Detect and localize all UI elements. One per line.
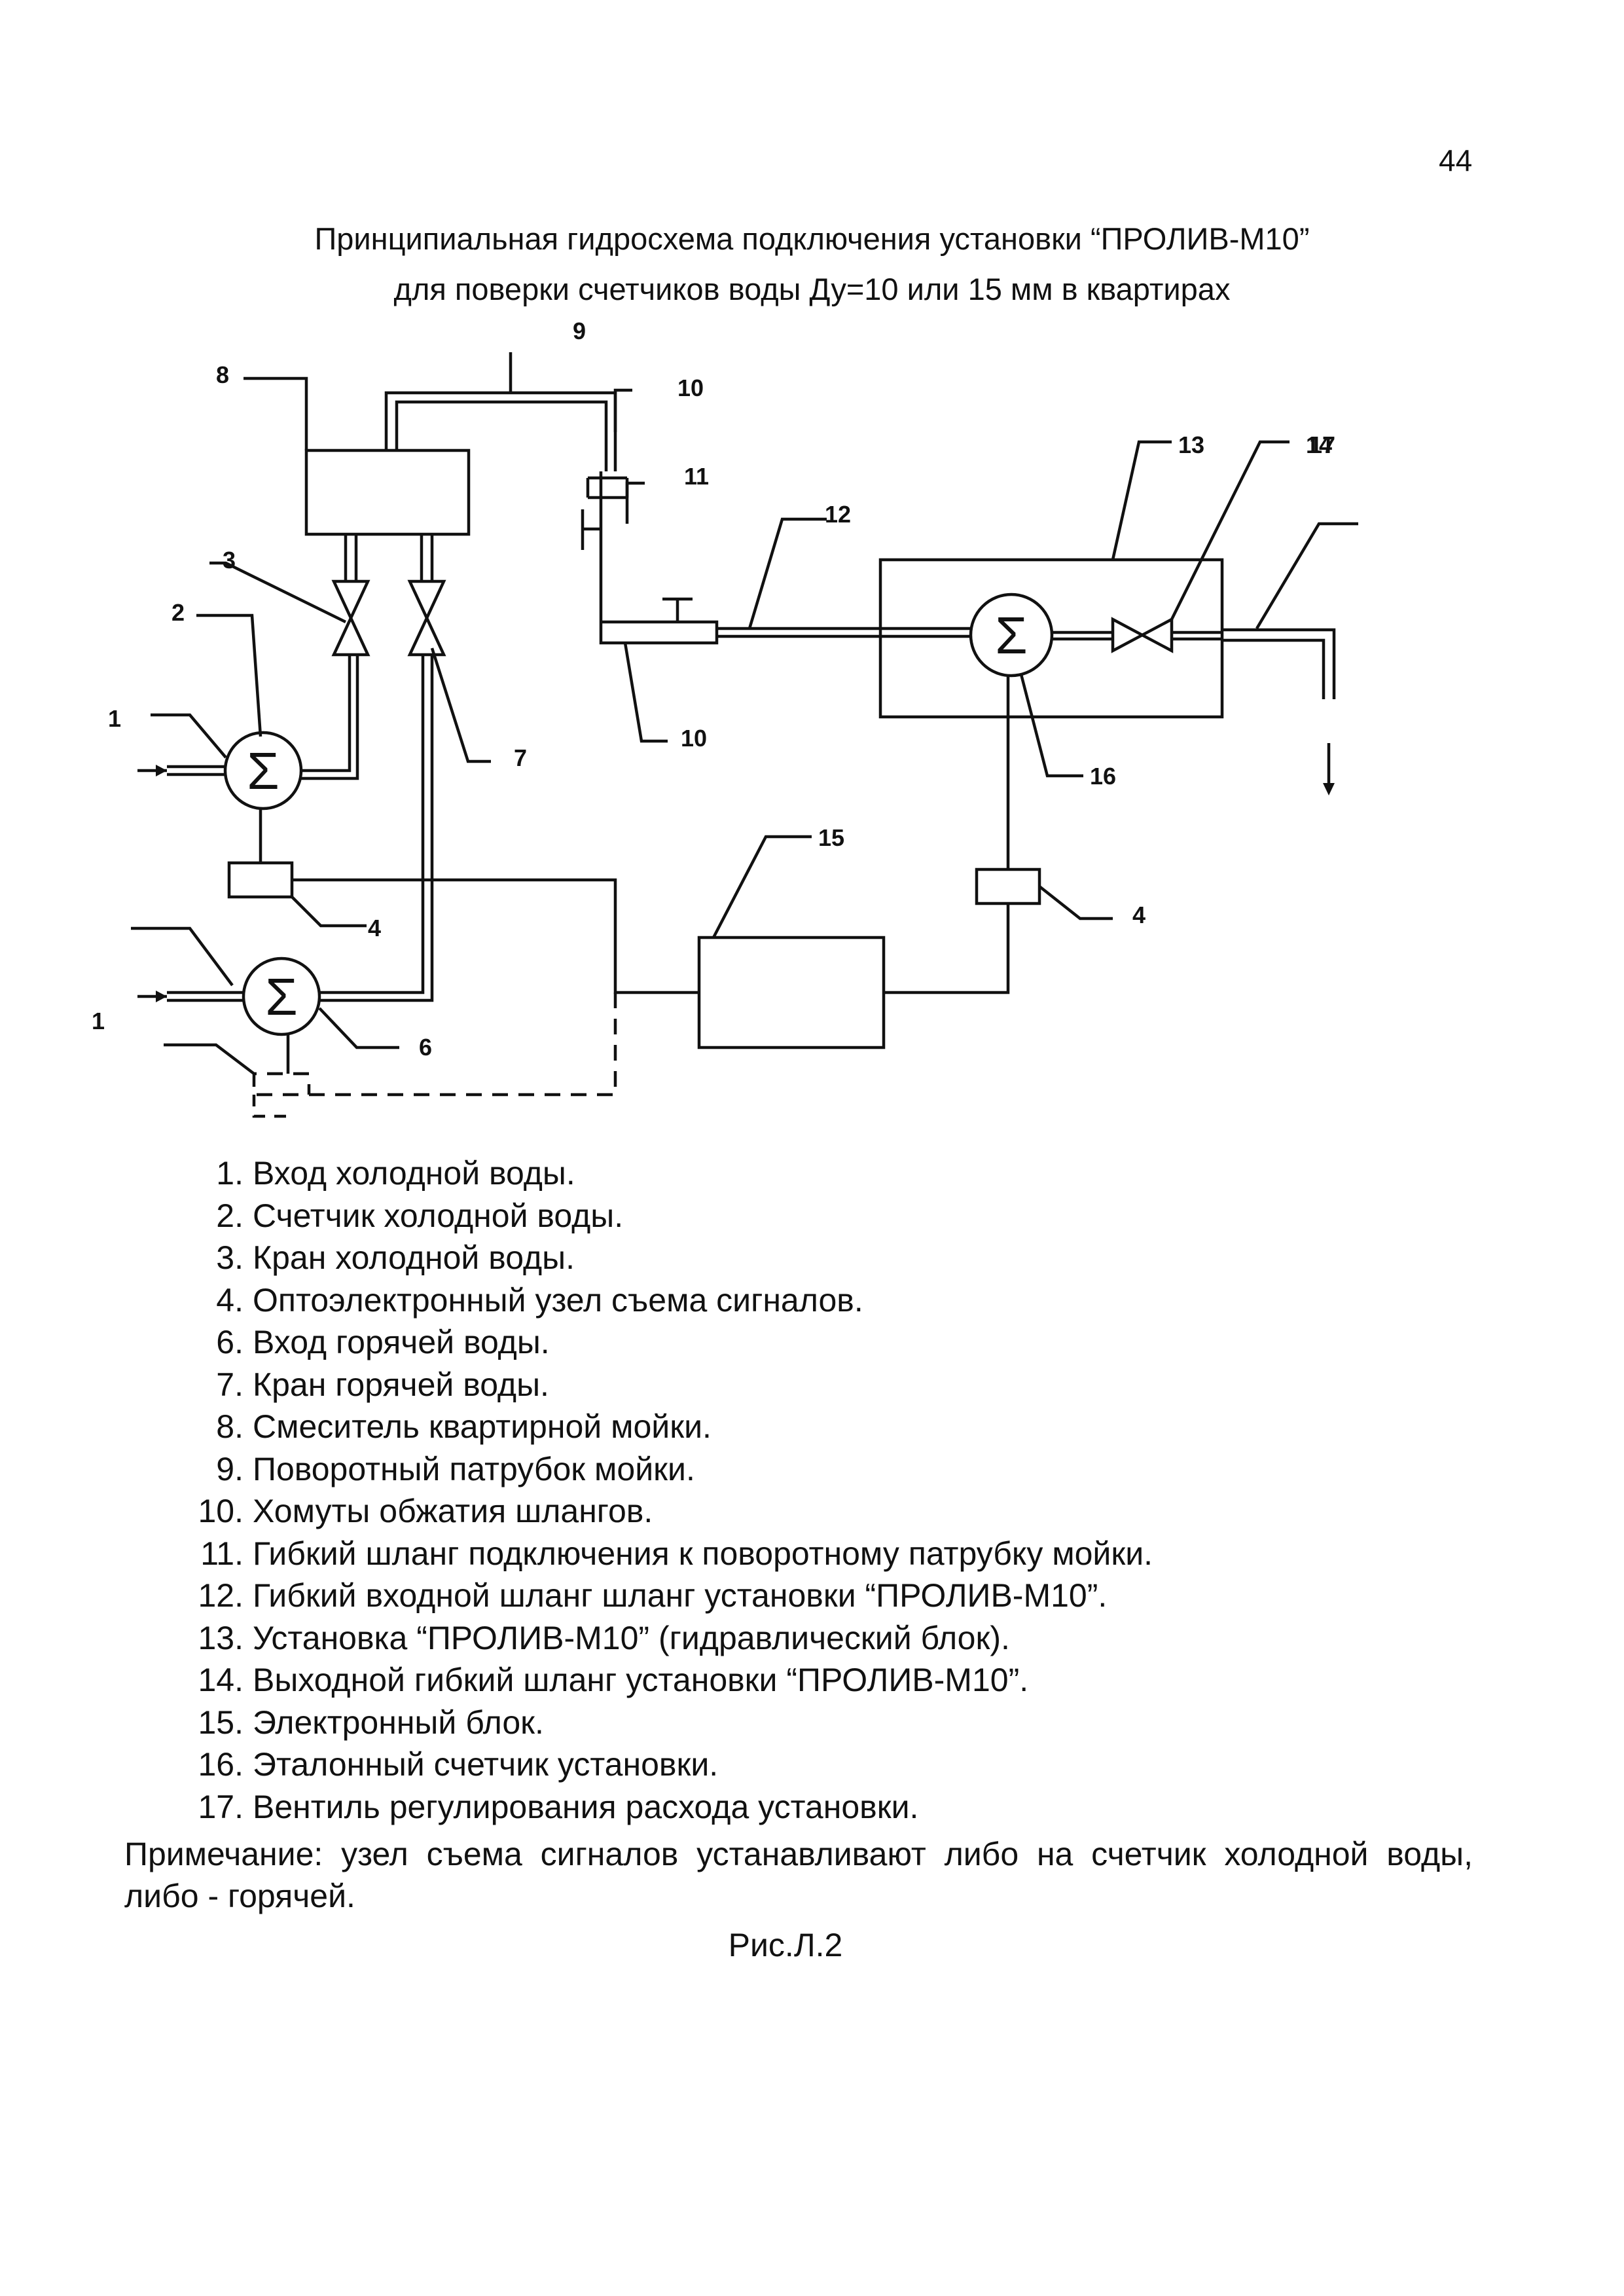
callout-2: 2	[171, 599, 185, 626]
legend-item: 17.Вентиль регулирования расхода установ…	[198, 1788, 919, 1825]
alternative-signal-line	[252, 993, 617, 1097]
legend-item: 10.Хомуты обжатия шлангов.	[198, 1493, 653, 1529]
hydraulic-diagram: Σ Σ Σ 1 1 2 3 4 4 6 7 8 9 10 10 11 12 13…	[92, 318, 1358, 1118]
opto-unit-right	[975, 867, 1041, 905]
hot-meter-symbol: Σ	[265, 968, 297, 1026]
callout-14: 14	[1306, 431, 1332, 458]
legend-item: 3.Кран холодной воды.	[216, 1239, 575, 1276]
callout-12: 12	[825, 501, 851, 528]
callout-15: 15	[818, 824, 844, 851]
callout-10-bottom: 10	[681, 725, 707, 752]
clamp-top	[586, 476, 629, 500]
hot-pipe	[319, 655, 434, 1002]
mixer-box	[304, 448, 471, 536]
legend-item: 15.Электронный блок.	[198, 1704, 544, 1741]
title-line-1: Принципиальная гидросхема подключения ус…	[314, 221, 1310, 256]
signal-line-right	[884, 903, 1010, 994]
outlet-hose	[1222, 628, 1336, 699]
signal-line-left	[292, 878, 699, 994]
figure-caption: Рис.Л.2	[728, 1927, 843, 1963]
callout-8: 8	[216, 361, 229, 388]
callout-3: 3	[223, 547, 236, 574]
legend-item: 16.Эталонный счетчик установки.	[198, 1746, 719, 1783]
legend-item: 8.Смеситель квартирной мойки.	[216, 1408, 712, 1445]
electronic-block	[697, 936, 886, 1049]
page-number: 44	[1439, 143, 1473, 177]
callout-6: 6	[419, 1034, 432, 1061]
legend-item: 13.Установка “ПРОЛИВ-М10” (гидравлически…	[198, 1619, 1010, 1656]
installation-valve-17	[1111, 617, 1174, 653]
clamp-bottom	[662, 597, 693, 622]
callout-4-right: 4	[1132, 902, 1146, 928]
legend-item: 14.Выходной гибкий шланг установки “ПРОЛ…	[198, 1662, 1029, 1698]
callout-17: 17	[1309, 431, 1335, 458]
side-handle	[581, 509, 601, 550]
opto-unit-left	[227, 861, 294, 899]
legend-item: 7.Кран горячей воды.	[216, 1366, 549, 1403]
callout-13: 13	[1178, 431, 1204, 458]
inlet-hose	[717, 627, 971, 638]
connection-hose	[599, 471, 719, 645]
callout-10-top: 10	[677, 374, 704, 401]
callout-11: 11	[684, 463, 709, 490]
callout-1-bottom: 1	[92, 1008, 105, 1034]
legend-item: 9.Поворотный патрубок мойки.	[216, 1450, 695, 1487]
legend-item: 1.Вход холодной воды.	[216, 1155, 575, 1192]
legend-item: 6.Вход горячей воды.	[216, 1324, 550, 1360]
legend-item: 4.Оптоэлектронный узел съема сигналов.	[216, 1281, 863, 1319]
cold-meter-symbol: Σ	[247, 742, 279, 800]
legend-list: 1.Вход холодной воды. 2.Счетчик холодной…	[190, 1152, 1153, 1828]
legend-item: 12.Гибкий входной шланг шланг установки …	[198, 1577, 1108, 1614]
callout-7: 7	[514, 744, 527, 771]
callout-4-left: 4	[368, 915, 381, 941]
reference-meter	[969, 592, 1054, 678]
title-line-2: для поверки счетчиков воды Ду=10 или 15 …	[393, 272, 1231, 306]
hot-meter	[242, 957, 321, 1036]
callout-16: 16	[1090, 763, 1116, 790]
callout-9: 9	[573, 318, 586, 344]
cold-pipe	[301, 655, 359, 780]
reference-meter-symbol: Σ	[995, 606, 1027, 665]
legend-item: 2.Счетчик холодной воды.	[216, 1197, 624, 1234]
callout-1-top: 1	[108, 705, 121, 732]
legend-item: 11.Гибкий шланг подключения к поворотном…	[200, 1535, 1153, 1572]
hot-valve	[407, 579, 446, 657]
swivel-spout	[384, 391, 617, 471]
note: Примечание: узел съема сигналов устанавл…	[124, 1836, 1473, 1914]
